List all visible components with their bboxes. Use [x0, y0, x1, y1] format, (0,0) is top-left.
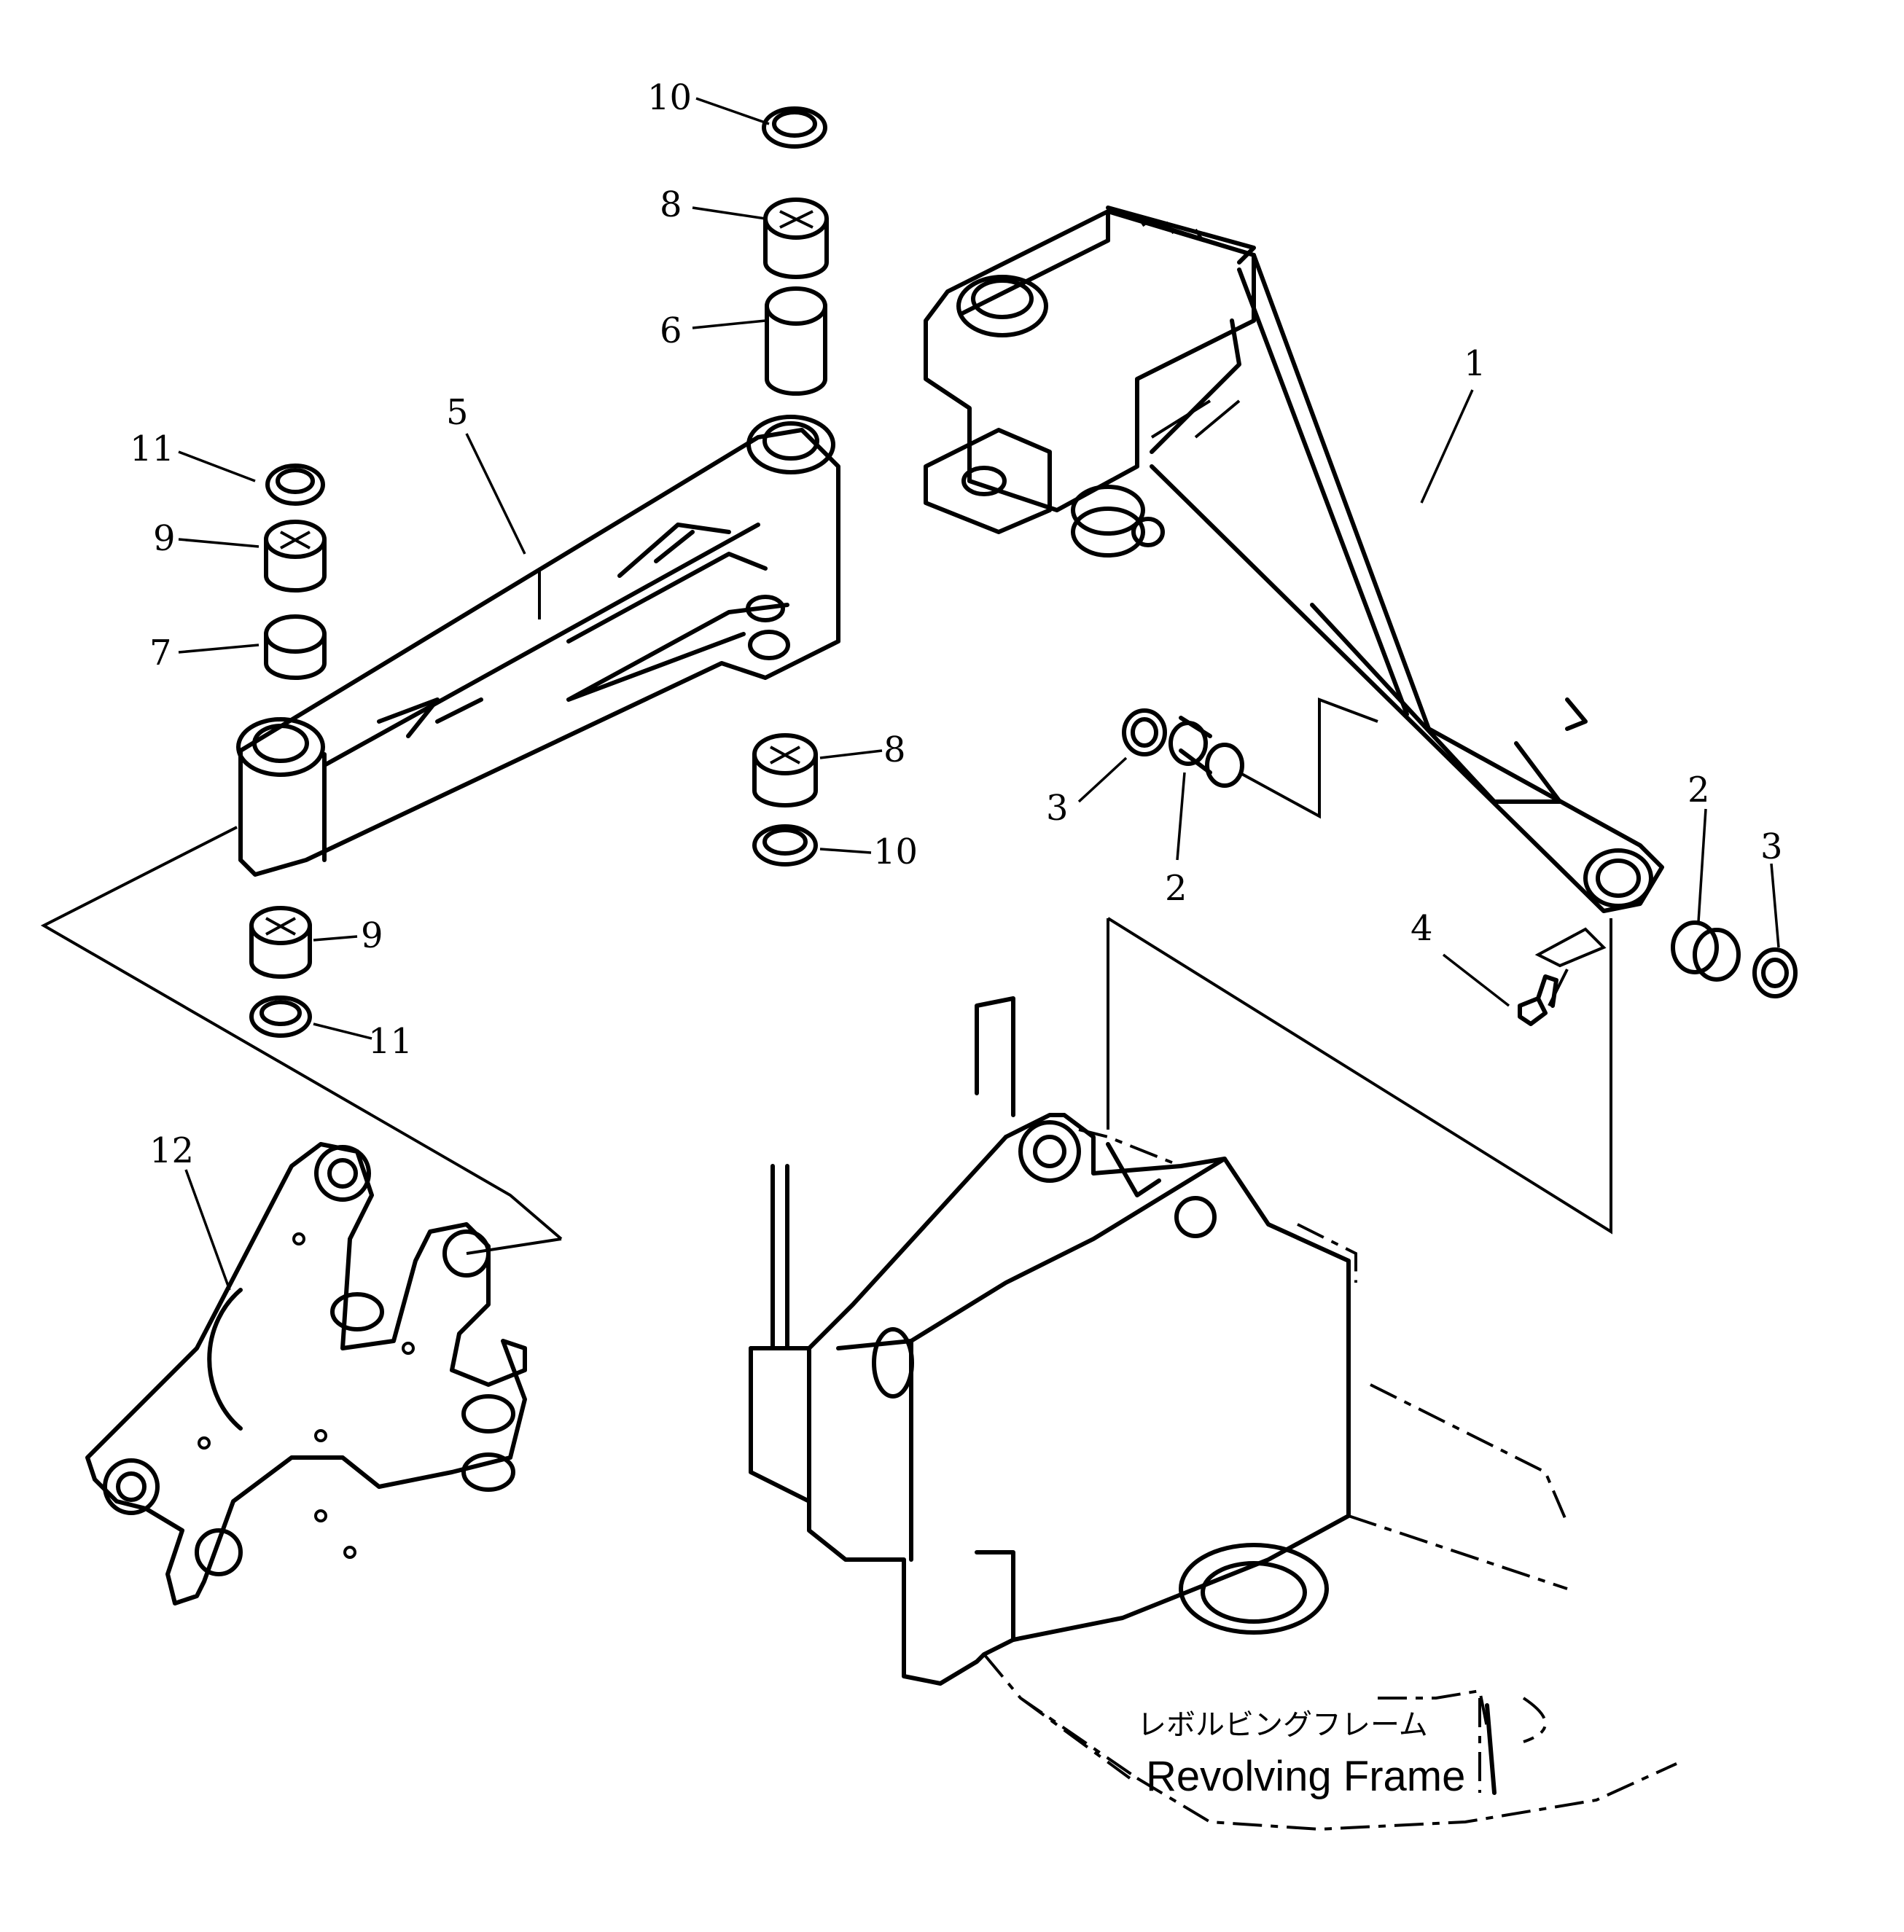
part-11-seal-lower [249, 996, 312, 1038]
part-10-seal-top [762, 106, 827, 149]
callout-10-top: 10 [647, 77, 692, 118]
callout-11-lower: 11 [368, 1021, 413, 1062]
callout-4: 4 [1411, 908, 1433, 949]
part-9-bushing-lower [249, 923, 312, 979]
callout-2-right: 2 [1688, 770, 1710, 810]
callout-labels: 10 8 6 5 11 9 7 1 8 10 9 11 3 2 2 3 4 12 [130, 77, 1783, 1171]
revolving-frame [749, 996, 1677, 1831]
part-6-pin [765, 304, 827, 396]
assembly-lines [40, 697, 1612, 1255]
part-7-bushing [264, 632, 327, 680]
part-12-bracket [85, 1142, 527, 1606]
part-2-bushing-right [1671, 920, 1719, 974]
callout-2-left: 2 [1165, 868, 1187, 909]
callout-1: 1 [1464, 343, 1486, 384]
part-5-arm [236, 415, 840, 877]
callout-7: 7 [149, 633, 172, 673]
callout-8-top: 8 [660, 184, 682, 225]
part-9-bushing-top [264, 537, 327, 592]
part-1-boom [924, 206, 1664, 913]
part-3-seal-right [1752, 947, 1798, 998]
callout-3-right: 3 [1760, 826, 1783, 867]
frame-label: レボルビングフレーム Revolving Frame [1137, 1708, 1465, 1800]
callout-9-top: 9 [153, 518, 176, 559]
frame-label-english: Revolving Frame [1146, 1753, 1465, 1800]
callout-6: 6 [660, 310, 682, 351]
leader-lines [178, 97, 1780, 1291]
part-10-seal-lower [752, 824, 818, 867]
callout-12: 12 [149, 1130, 194, 1171]
part-8-bushing-lower [752, 752, 818, 807]
callout-11-top: 11 [130, 429, 174, 469]
part-3-seal-left [1122, 708, 1167, 756]
bushings [249, 106, 1798, 1038]
frame-label-japanese: レボルビングフレーム [1137, 1708, 1428, 1742]
callout-9-lower: 9 [361, 915, 383, 956]
part-11-seal-top [265, 464, 325, 506]
callout-3-left: 3 [1046, 788, 1069, 829]
callout-5: 5 [446, 392, 469, 433]
callout-10-lower: 10 [873, 832, 918, 872]
callout-8-lower: 8 [883, 730, 906, 770]
part-8-bushing-top [763, 216, 829, 279]
